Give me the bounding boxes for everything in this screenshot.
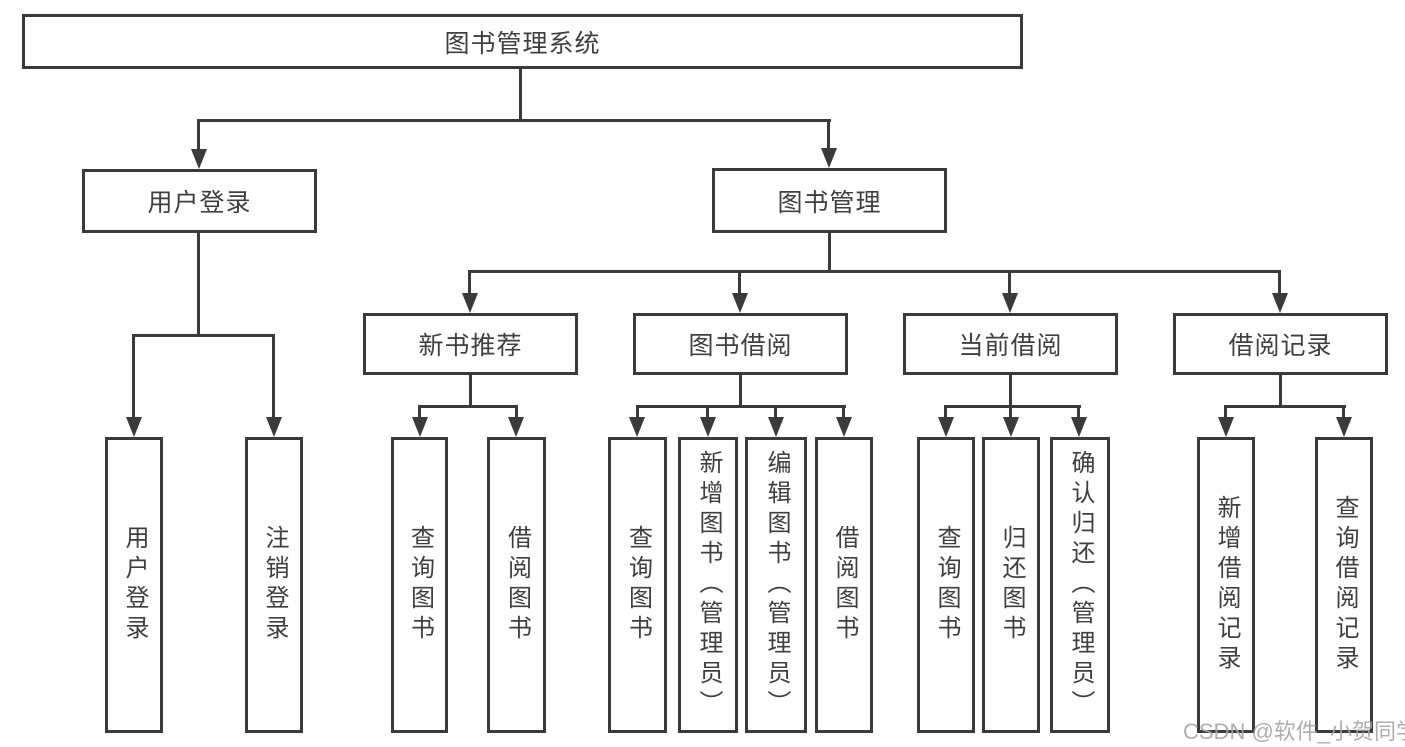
connector-line <box>132 334 275 337</box>
node-leaf-user-login: 用户登录 <box>105 437 163 733</box>
node-current-borrow-label: 当前借阅 <box>958 332 1063 360</box>
node-leaf-br-query-label: 查询借阅记录 <box>1331 495 1358 675</box>
arrow-down-icon <box>732 293 748 313</box>
connector-line <box>515 405 518 420</box>
node-leaf-cb-query: 查询图书 <box>917 437 975 733</box>
node-book-mgmt-label: 图书管理 <box>777 188 882 217</box>
connector-line <box>1077 405 1080 420</box>
arrow-down-icon <box>266 417 282 437</box>
node-user-login-label: 用户登录 <box>147 189 252 217</box>
node-root-label: 图书管理系统 <box>444 29 601 58</box>
node-leaf-bb-borrow-label: 借阅图书 <box>831 525 858 645</box>
connector-line <box>842 405 845 420</box>
connector-line <box>636 405 846 408</box>
arrow-down-icon <box>700 417 716 437</box>
node-leaf-cb-return-label: 归还图书 <box>998 525 1025 645</box>
connector-line <box>1342 405 1345 420</box>
arrow-down-icon <box>1071 417 1087 437</box>
node-leaf-br-query: 查询借阅记录 <box>1315 437 1373 733</box>
node-new-book-rec-label: 新书推荐 <box>418 332 523 360</box>
connector-line <box>469 375 472 408</box>
node-borrow-record-label: 借阅记录 <box>1228 332 1333 360</box>
node-leaf-rec-borrow: 借阅图书 <box>487 437 546 733</box>
node-leaf-rec-query-label: 查询图书 <box>406 525 434 645</box>
node-leaf-cb-query-label: 查询图书 <box>933 525 960 645</box>
node-leaf-user-login-label: 用户登录 <box>121 525 148 645</box>
arrow-down-icon <box>126 417 142 437</box>
connector-line <box>197 119 831 122</box>
arrow-down-icon <box>1218 417 1234 437</box>
node-leaf-bb-query: 查询图书 <box>608 437 667 733</box>
node-leaf-cb-confirm-label: 确认归还（管理员） <box>1067 450 1094 720</box>
connector-line <box>944 405 947 420</box>
arrow-down-icon <box>412 417 428 437</box>
node-leaf-rec-borrow-label: 借阅图书 <box>503 525 531 645</box>
connector-line <box>1278 270 1281 295</box>
connector-line <box>272 334 275 420</box>
connector-line <box>468 270 1281 273</box>
connector-line <box>738 270 741 295</box>
connector-line <box>1008 270 1011 295</box>
node-leaf-logout: 注销登录 <box>245 437 303 733</box>
connector-line <box>828 233 831 273</box>
node-leaf-bb-edit: 编辑图书（管理员） <box>745 437 807 733</box>
node-leaf-bb-edit-label: 编辑图书（管理员） <box>763 450 790 720</box>
node-leaf-bb-borrow: 借阅图书 <box>815 437 873 733</box>
arrow-down-icon <box>938 417 954 437</box>
node-leaf-logout-label: 注销登录 <box>261 525 288 645</box>
connector-line <box>197 233 200 337</box>
node-new-book-rec: 新书推荐 <box>363 313 578 375</box>
node-leaf-bb-add-label: 新增图书（管理员） <box>695 450 722 720</box>
node-leaf-rec-query: 查询图书 <box>391 437 448 733</box>
arrow-down-icon <box>508 417 524 437</box>
connector-line <box>636 405 639 420</box>
connector-line <box>519 69 522 122</box>
connector-line <box>944 405 1081 408</box>
connector-line <box>418 405 421 420</box>
arrow-down-icon <box>836 417 852 437</box>
connector-line <box>1009 375 1012 408</box>
arrow-down-icon <box>462 293 478 313</box>
connector-line <box>418 405 518 408</box>
arrow-down-icon <box>768 417 784 437</box>
node-leaf-br-add-label: 新增借阅记录 <box>1213 495 1240 675</box>
node-leaf-bb-add: 新增图书（管理员） <box>678 437 738 733</box>
connector-line <box>1224 405 1227 420</box>
connector-line <box>774 405 777 420</box>
csdn-watermark: CSDN @软件_小贺同学 <box>1183 719 1405 744</box>
node-book-mgmt: 图书管理 <box>712 168 947 233</box>
arrow-down-icon <box>1003 417 1019 437</box>
connector-line <box>132 334 135 420</box>
node-current-borrow: 当前借阅 <box>903 313 1118 375</box>
node-leaf-br-add: 新增借阅记录 <box>1197 437 1255 733</box>
arrow-down-icon <box>191 149 207 169</box>
connector-line <box>197 119 200 152</box>
connector-line <box>739 375 742 408</box>
connector-line <box>468 270 471 295</box>
connector-line <box>1009 405 1012 420</box>
node-leaf-bb-query-label: 查询图书 <box>624 525 652 645</box>
node-user-login: 用户登录 <box>82 169 317 233</box>
arrow-down-icon <box>629 417 645 437</box>
node-book-borrow-label: 图书借阅 <box>688 332 793 360</box>
connector-line <box>1279 375 1282 408</box>
arrow-down-icon <box>1002 293 1018 313</box>
node-leaf-cb-return: 归还图书 <box>982 437 1040 733</box>
node-root: 图书管理系统 <box>22 14 1023 69</box>
connector-line <box>827 119 830 151</box>
node-leaf-cb-confirm: 确认归还（管理员） <box>1050 437 1110 733</box>
connector-line <box>706 405 709 420</box>
arrow-down-icon <box>1272 293 1288 313</box>
node-borrow-record: 借阅记录 <box>1173 313 1388 375</box>
node-book-borrow: 图书借阅 <box>633 313 848 375</box>
arrow-down-icon <box>1336 417 1352 437</box>
arrow-down-icon <box>821 148 837 168</box>
connector-line <box>1224 405 1346 408</box>
